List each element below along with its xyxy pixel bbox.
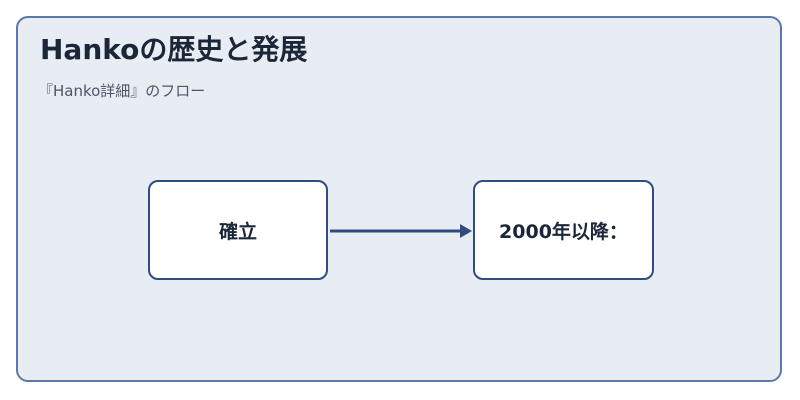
flow-node-1: 確立 [148,180,328,280]
diagram-frame [16,16,782,382]
diagram-title: Hankoの歴史と発展 [40,33,308,66]
flow-node-2-label: 2000年以降： [499,220,628,243]
flow-node-2: 2000年以降： [473,180,654,280]
flow-node-1-label: 確立 [218,220,257,243]
diagram-subtitle: 『Hanko詳細』のフロー [38,82,206,100]
